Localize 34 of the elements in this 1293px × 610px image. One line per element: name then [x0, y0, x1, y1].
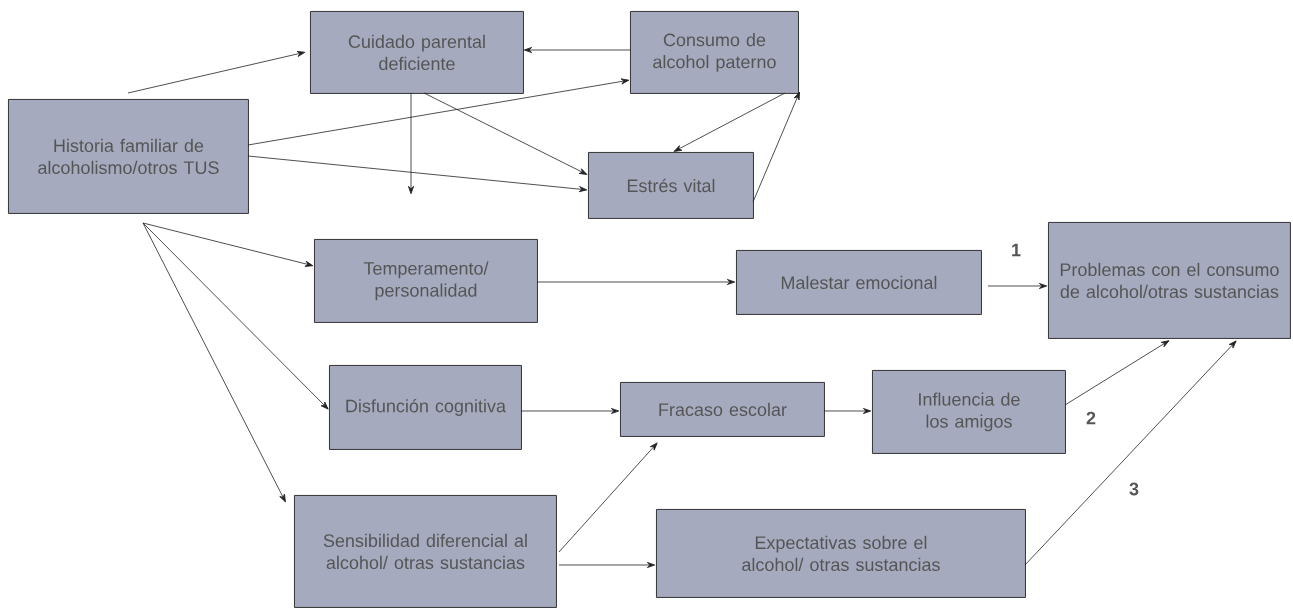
- arrow: [520, 408, 620, 414]
- edge-label: 1: [1012, 243, 1021, 257]
- arrow: [1024, 340, 1237, 566]
- process-box: Expectativas sobre el alcohol/ otras sustancias: [656, 509, 1026, 598]
- process-box: Fracaso escolar: [620, 382, 825, 437]
- process-box: Historia familiar de alcoholismo/otros TUS: [8, 99, 249, 214]
- process-box: Problemas con el consumo de alcohol/otras sustancias: [1048, 222, 1291, 339]
- arrow: [423, 92, 588, 175]
- process-box: Sensibilidad diferencial al alcohol/ otras sustancias: [294, 495, 557, 608]
- arrow: [127, 51, 306, 94]
- arrow: [558, 562, 656, 568]
- process-box: Malestar emocional: [736, 250, 982, 315]
- arrow: [523, 47, 631, 53]
- process-box: Temperamento/ personalidad: [314, 239, 538, 323]
- process-box: Influencia de los amigos: [872, 370, 1066, 454]
- arrow: [247, 155, 588, 193]
- edge-label: 3: [1129, 482, 1139, 496]
- process-box: Estrés vital: [588, 152, 754, 219]
- arrow: [558, 442, 658, 553]
- arrow: [408, 92, 414, 195]
- arrow: [752, 91, 800, 203]
- process-box: Disfunción cognitiva: [329, 365, 522, 450]
- arrow: [247, 78, 630, 146]
- process-box: Cuidado parental deficiente: [310, 11, 524, 94]
- arrow: [142, 222, 329, 410]
- arrow: [673, 92, 786, 152]
- arrow: [142, 222, 286, 503]
- arrow: [142, 222, 314, 267]
- arrow: [823, 408, 872, 414]
- arrow: [536, 279, 736, 285]
- edge-label: 2: [1086, 411, 1096, 425]
- arrow: [987, 283, 1048, 289]
- arrow: [1064, 340, 1170, 406]
- process-box: Consumo de alcohol paterno: [630, 11, 799, 94]
